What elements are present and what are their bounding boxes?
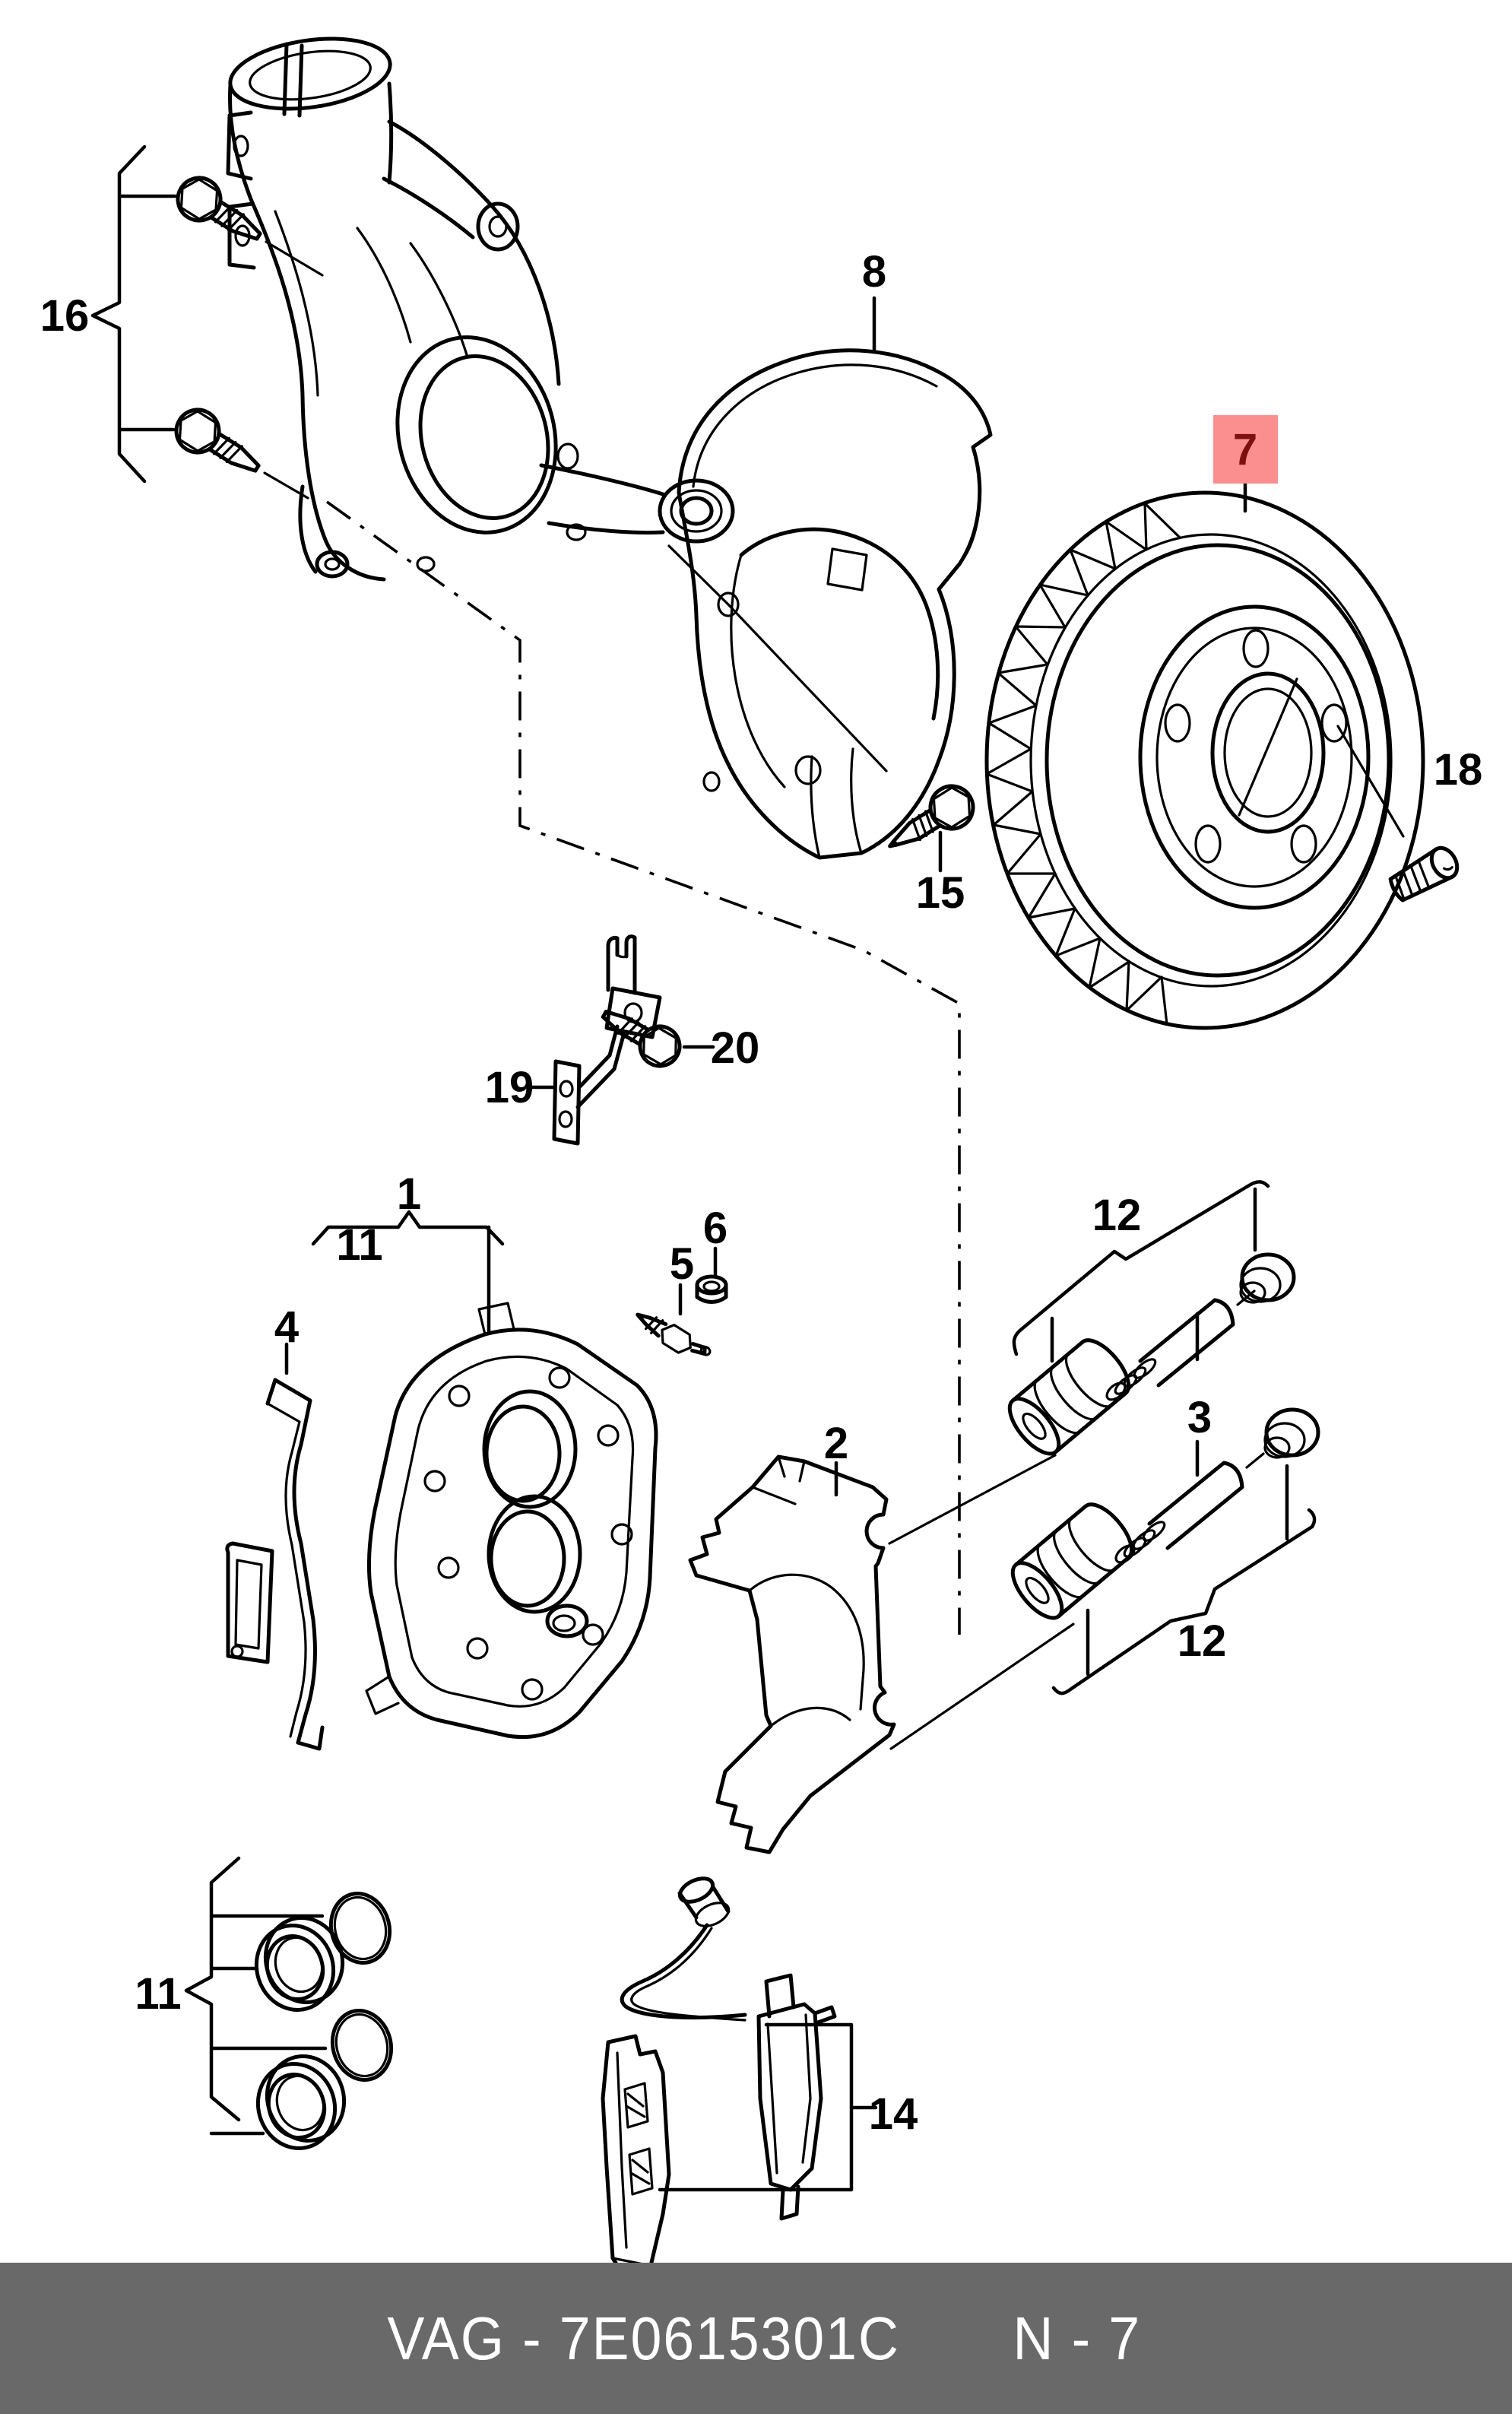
callout-2[interactable]: 2	[824, 1419, 848, 1468]
assembly-centerline	[325, 500, 961, 1635]
steering-knuckle-drawing	[226, 36, 735, 582]
callout-11-caliper[interactable]: 11	[336, 1220, 382, 1270]
screw18-leader-line	[1336, 725, 1405, 838]
callout-3[interactable]: 3	[1187, 1393, 1212, 1442]
footer-bar: VAG - 7E0615301C N - 7	[0, 2263, 1512, 2414]
sensor-bracket-drawing	[552, 934, 662, 1146]
carrier-pin-axis-lines	[888, 1454, 1075, 1750]
footer-catalog-code: VAG - 7E0615301C	[387, 2304, 901, 2372]
guide-pin-upper-drawing	[1007, 1252, 1296, 1456]
callout-12-lower[interactable]: 12	[1178, 1616, 1227, 1666]
caliper-carrier-drawing	[688, 1454, 896, 1854]
highlight-box[interactable]	[1213, 415, 1278, 484]
bleeder-cap-drawing	[695, 1274, 728, 1304]
callout-14[interactable]: 14	[869, 2089, 918, 2139]
callout-4[interactable]: 4	[274, 1302, 299, 1352]
seal-kit-drawing	[254, 1891, 394, 2150]
brake-pads-drawing	[601, 1876, 837, 2277]
callout-11-seals[interactable]: 11	[135, 1969, 181, 2019]
knuckle-bolt-lower	[174, 408, 261, 473]
callout-1[interactable]: 1	[397, 1169, 421, 1219]
callout-leaders	[90, 144, 1317, 2192]
caliper-drawing	[365, 1302, 658, 1740]
brake-disc-drawing	[984, 490, 1425, 1030]
callout-12-upper[interactable]: 12	[1092, 1191, 1142, 1240]
callout-20[interactable]: 20	[711, 1023, 760, 1073]
callout-labels: 16 8 7 15 18 19 20 1 11 4 6 5 2 12 3 12 …	[40, 247, 1483, 2139]
callout-8[interactable]: 8	[862, 247, 886, 297]
callout-16[interactable]: 16	[40, 291, 90, 341]
disc-set-screw-drawing	[1388, 845, 1460, 902]
callout-6[interactable]: 6	[703, 1204, 727, 1253]
guide-pin-lower-drawing	[1010, 1407, 1320, 1620]
callout-7-highlighted[interactable]: 7	[1233, 425, 1257, 474]
bracket-screw-drawing	[601, 1010, 682, 1068]
callout-19[interactable]: 19	[485, 1063, 534, 1112]
bleeder-valve-drawing	[636, 1312, 712, 1356]
bolt-axis-lines	[263, 240, 324, 500]
callout-15[interactable]: 15	[916, 868, 965, 918]
retaining-spring-drawing	[225, 1378, 325, 1751]
splash-shield-drawing	[677, 348, 993, 860]
callout-5[interactable]: 5	[670, 1239, 694, 1289]
footer-page-code: N - 7	[1013, 2304, 1142, 2372]
callout-18[interactable]: 18	[1434, 745, 1483, 795]
knuckle-bolt-upper	[176, 176, 262, 241]
shield-screw-drawing	[888, 784, 975, 849]
screw15-axis-line	[667, 544, 888, 772]
